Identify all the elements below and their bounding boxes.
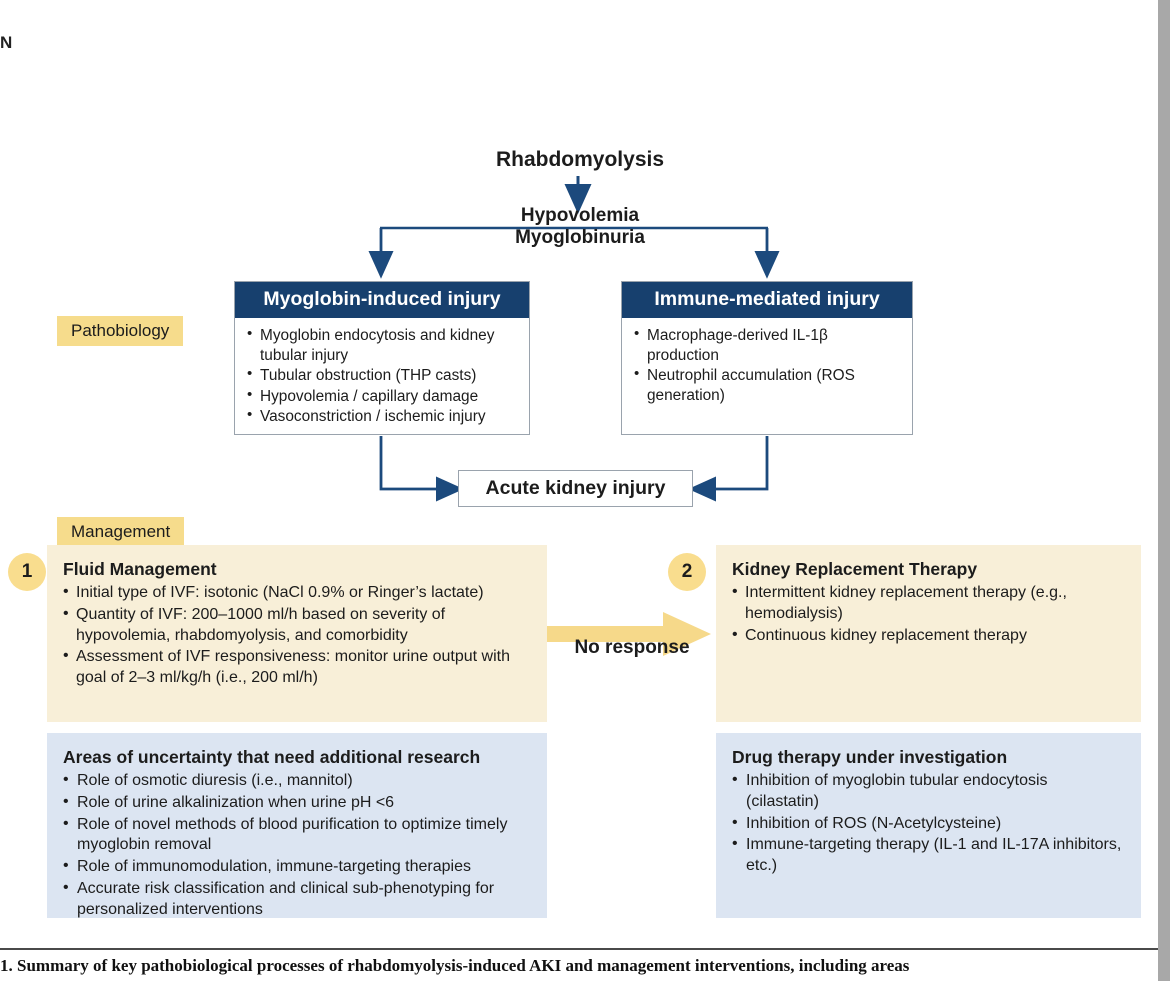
pathobiology-box-immune-body: Macrophage-derived IL-1β production Neut…	[622, 318, 912, 416]
flow-connector-lines	[368, 176, 780, 502]
section-tag-pathobiology: Pathobiology	[57, 316, 184, 346]
list-item: Inhibition of myoglobin tubular endocyto…	[732, 770, 1123, 813]
list-item: Role of novel methods of blood purificat…	[63, 814, 529, 857]
list-item: Myoglobin endocytosis and kidney tubular…	[247, 325, 519, 365]
flow-node-rhabdomyolysis: Rhabdomyolysis	[495, 148, 665, 171]
section-tag-management: Management	[57, 517, 185, 547]
pathobiology-flow-diagram: Rhabdomyolysis Hypovolemia Myoglobin	[0, 0, 1158, 520]
list-item: Quantity of IVF: 200–1000 ml/h based on …	[63, 604, 529, 647]
fluid-management-title: Fluid Management	[63, 559, 217, 579]
list-item: Macrophage-derived IL-1β production	[634, 325, 902, 365]
flow-node-hypovolemia-myoglobinuria: Hypovolemia Myoglobinuria	[440, 205, 720, 250]
list-item: Continuous kidney replacement therapy	[732, 625, 1123, 647]
pathobiology-box-immune-title: Immune-mediated injury	[622, 282, 912, 319]
list-item: Assessment of IVF responsiveness: monito…	[63, 646, 529, 689]
list-item: Tubular obstruction (THP casts)	[247, 365, 519, 385]
step-number-badge-2: 2	[668, 553, 706, 591]
list-item: Intermittent kidney replacement therapy …	[732, 582, 1123, 625]
list-item: Role of urine alkalinization when urine …	[63, 792, 529, 814]
areas-of-uncertainty-box: Areas of uncertainty that need additiona…	[47, 733, 547, 918]
no-response-arrow-icon	[547, 612, 711, 656]
pathobiology-box-myoglobin: Myoglobin-induced injury Myoglobin endoc…	[234, 281, 530, 435]
step-number-badge-1: 1	[8, 553, 46, 591]
no-response-label: No response	[574, 637, 690, 658]
figure-caption: 1. Summary of key pathobiological proces…	[0, 956, 910, 975]
kidney-replacement-therapy-title: Kidney Replacement Therapy	[732, 559, 978, 579]
kidney-replacement-therapy-box: Kidney Replacement Therapy Intermittent …	[716, 545, 1141, 722]
list-item: Hypovolemia / capillary damage	[247, 386, 519, 406]
fluid-management-box: Fluid Management Initial type of IVF: is…	[47, 545, 547, 722]
list-item: Immune-targeting therapy (IL-1 and IL-17…	[732, 834, 1123, 877]
hypovolemia-label: Hypovolemia	[520, 205, 640, 226]
list-item: Neutrophil accumulation (ROS generation)	[634, 365, 902, 405]
list-item: Role of osmotic diuresis (i.e., mannitol…	[63, 770, 529, 792]
page-edge-strip	[1158, 0, 1170, 981]
caption-divider	[0, 948, 1158, 950]
list-item: Role of immunomodulation, immune-targeti…	[63, 856, 529, 878]
flow-node-acute-kidney-injury: Acute kidney injury	[458, 470, 693, 507]
pathobiology-box-myoglobin-body: Myoglobin endocytosis and kidney tubular…	[235, 318, 529, 437]
pathobiology-box-myoglobin-title: Myoglobin-induced injury	[235, 282, 529, 319]
drug-therapy-box: Drug therapy under investigation Inhibit…	[716, 733, 1141, 918]
drug-therapy-title: Drug therapy under investigation	[732, 747, 1008, 767]
list-item: Inhibition of ROS (N-Acetylcysteine)	[732, 813, 1123, 835]
areas-of-uncertainty-title: Areas of uncertainty that need additiona…	[63, 747, 481, 767]
management-section: 1 2 Fluid Management Initial type of IVF…	[0, 540, 1158, 930]
corner-page-mark: N	[0, 33, 13, 52]
list-item: Accurate risk classification and clinica…	[63, 878, 529, 921]
pathobiology-box-immune: Immune-mediated injury Macrophage-derive…	[621, 281, 913, 435]
list-item: Initial type of IVF: isotonic (NaCl 0.9%…	[63, 582, 529, 604]
myoglobinuria-label: Myoglobinuria	[515, 227, 645, 249]
list-item: Vasoconstriction / ischemic injury	[247, 406, 519, 426]
